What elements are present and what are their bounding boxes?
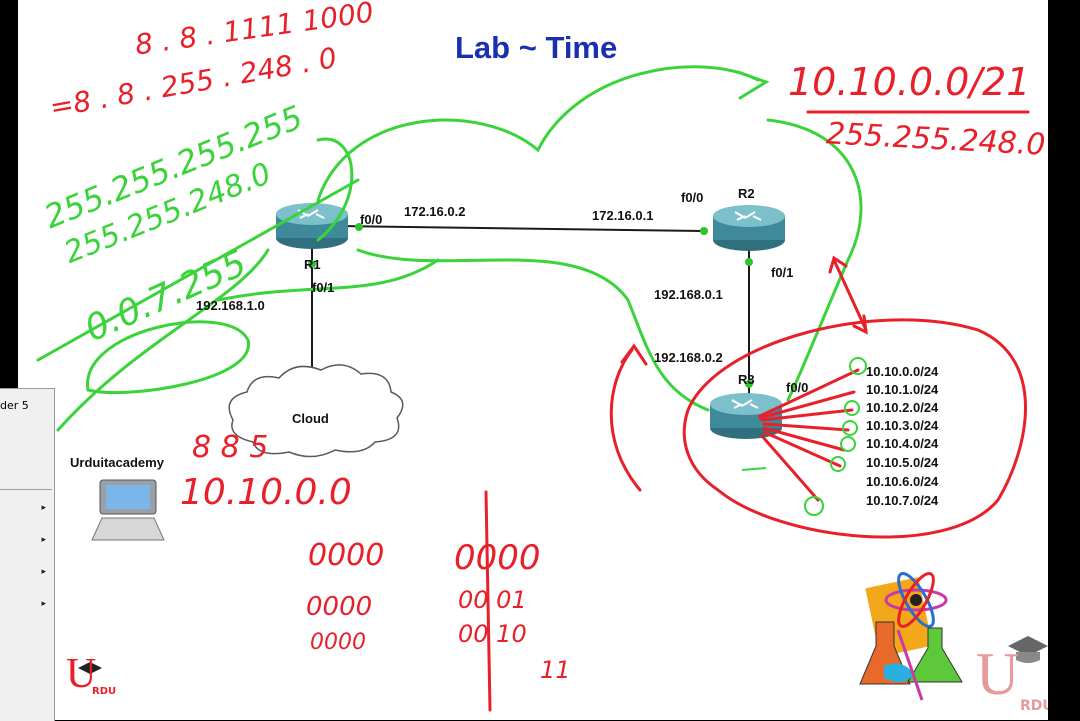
science-logo-icon [859,572,963,701]
brand-logo-right: U [976,641,1020,707]
brand-logo-right-sub: RDU [1020,698,1048,714]
red-binary-right: 00 01 [458,586,527,614]
cloud-label: Cloud [292,411,329,426]
r2-name: R2 [738,186,755,201]
red-binary-right: 00 10 [458,620,527,648]
menu-item[interactable]: ▸ [0,533,52,553]
brand-logo-left-sub: RDU [92,686,117,697]
router-r2-icon[interactable] [713,205,785,251]
menu-item[interactable]: ▸ [0,597,52,617]
subnet-label: 10.10.0.0/24 [866,364,939,379]
menu-item[interactable]: der 5 [0,399,29,412]
subnet-label: 10.10.7.0/24 [866,493,939,508]
port-dot [355,223,363,231]
cloud-icon[interactable] [228,364,404,458]
red-binary-right: 0000 [454,538,541,578]
link-r1-r2 [339,225,704,232]
submenu-arrow-icon: ▸ [41,535,46,545]
red-binary-left: 0000 [308,538,385,573]
r3-ip-label: 192.168.0.2 [654,350,723,365]
red-annotation-strokes [484,110,1030,712]
port-dot [745,380,753,388]
submenu-arrow-icon: ▸ [41,599,46,609]
slide-title: Lab ~ Time [455,30,618,65]
green-annotation-strokes [36,65,863,432]
subnet-label: 10.10.5.0/24 [866,455,939,470]
r1-name: R1 [304,257,321,272]
port-dot [308,260,316,268]
submenu-arrow-icon: ▸ [41,503,46,513]
r1-f01-label: f0/1 [312,280,335,295]
port-dot [745,258,753,266]
context-menu[interactable]: der 5 ▸ ▸ ▸ ▸ [0,388,55,721]
subnet-label: 10.10.6.0/24 [866,474,939,489]
subnet-label: 10.10.1.0/24 [866,382,939,397]
pc-label: Urduitacademy [70,455,164,470]
subnet-label: 10.10.2.0/24 [866,400,939,415]
r2-f00-label: f0/0 [681,190,704,205]
r3-name: R3 [738,372,755,387]
green-subnet-circles [741,357,867,516]
topology-diagram [36,65,1048,712]
red-note-summary: 10.10.0.0/21 [788,60,1031,104]
r2-ip2-label: 192.168.0.1 [654,287,723,302]
r1-f00-label: f0/0 [360,212,383,227]
r1-ip-label: 172.16.0.2 [404,204,466,219]
submenu-arrow-icon: ▸ [41,567,46,577]
computer-icon[interactable] [91,479,165,541]
router-r1-icon[interactable] [276,203,348,249]
red-binary-left: 0000 [306,592,373,622]
slide-canvas: Lab ~ Time R1 f0/0 172.16.0.2 f0/1 192.1… [18,0,1048,720]
port-dot [700,227,708,235]
r1-lan-label: 192.168.1.0 [196,298,265,313]
red-binary-right: 11 [540,656,571,684]
r2-ip-label: 172.16.0.1 [592,208,654,223]
red-note-ip: 10.10.0.0 [180,472,352,513]
r3-f00-label: f0/0 [786,380,809,395]
menu-item[interactable]: ▸ [0,565,52,585]
subnet-label: 10.10.3.0/24 [866,418,939,433]
red-note-counts: 8 8 5 [192,430,269,465]
subnet-label: 10.10.4.0/24 [866,436,939,451]
graduation-cap-icon [78,636,1048,674]
menu-item[interactable]: ▸ [0,501,52,521]
right-black-bar [1048,0,1080,720]
r2-f01-label: f0/1 [771,265,794,280]
brand-logo-left: U [66,651,97,697]
menu-separator [0,489,52,490]
red-binary-left: 0000 [310,630,366,655]
